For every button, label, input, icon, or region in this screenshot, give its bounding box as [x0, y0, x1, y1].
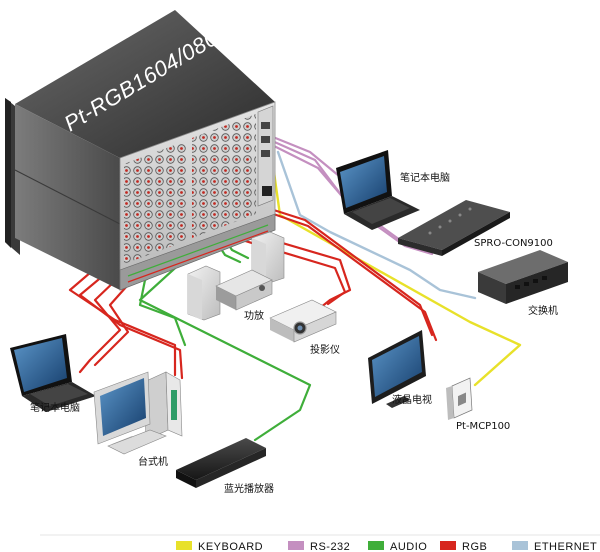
lcd-stand [386, 396, 410, 408]
pc-keyboard[interactable] [107, 429, 167, 455]
legend-label-keyboard: KEYBOARD [198, 541, 263, 552]
bluray-top [176, 438, 266, 480]
spro-front [398, 238, 442, 256]
legend-label-ethernet: ETHERNET [534, 541, 597, 552]
label-spro: SPRO-CON9100 [474, 238, 553, 249]
spro-side [442, 212, 510, 256]
rgb-cable-projector [243, 230, 352, 314]
speaker-left-face [188, 274, 202, 320]
projector-front [270, 318, 294, 342]
rgb-cable-lcd-2 [260, 208, 438, 342]
label-laptop-top: 笔记本电脑 [400, 171, 450, 184]
port-rs232[interactable] [261, 122, 270, 129]
laptop-top-keyboard [352, 198, 410, 224]
laptop-left-keyboard [30, 384, 88, 406]
lcd-screen [372, 336, 422, 397]
mcp-button[interactable] [458, 392, 466, 407]
laptop-left: 笔记本电脑 [10, 334, 96, 414]
port-ethernet[interactable] [261, 136, 270, 143]
rack-ear-face [5, 98, 11, 248]
audio-cable-bluray [138, 248, 312, 442]
legend-swatch-ethernet [512, 541, 528, 550]
label-switch: 交换机 [528, 304, 558, 317]
laptop-left-display [14, 338, 67, 392]
label-projector: 投影仪 [310, 343, 340, 356]
bluray-side [196, 448, 266, 488]
matrix-chassis: Pt-RGB1604/08016-A [5, 0, 276, 291]
legend-swatch-rgb [440, 541, 456, 550]
power-socket[interactable] [262, 186, 272, 196]
laptop-top-display [340, 156, 387, 208]
switch-front [478, 272, 506, 304]
mcp-side [446, 386, 454, 420]
ethernet-cable [276, 150, 477, 300]
projector-side [293, 311, 337, 343]
spro-device: SPRO-CON9100 [398, 200, 553, 256]
switch-top [478, 250, 568, 284]
pc-tower-stripe [171, 390, 177, 420]
label-desktop: 台式机 [138, 455, 168, 468]
keyboard-cable [270, 156, 522, 387]
legend-swatch-audio [368, 541, 384, 550]
mcp-panel: Pt-MCP100 [446, 377, 510, 432]
rgb-cable-lcd-1 [256, 203, 434, 337]
network-switch: 交换机 [478, 250, 568, 317]
legend-label-rgb: RGB [462, 541, 487, 552]
legend-swatch-rs232 [288, 541, 304, 550]
port-keyboard[interactable] [261, 150, 270, 157]
legend: KEYBOARD RS-232 AUDIO RGB ETHERNET [40, 534, 600, 552]
pc-monitor-screen [100, 378, 146, 436]
label-amplifier: 功放 [244, 309, 264, 322]
audio-system: 功放 [187, 231, 285, 322]
spro-buttons [428, 207, 472, 235]
bnc-block-2 [192, 114, 256, 238]
label-bluray: 蓝光播放器 [224, 482, 274, 495]
projector: 投影仪 [269, 299, 340, 356]
legend-swatch-keyboard [176, 541, 192, 550]
amplifier-front [216, 286, 236, 310]
spro-top [398, 200, 510, 250]
amplifier-knob[interactable] [259, 285, 265, 291]
desktop-pc: 台式机 [93, 371, 183, 468]
lcd-tv: 液晶电视 [368, 330, 432, 408]
chassis-seam [14, 169, 121, 225]
bnc-block-1 [124, 140, 188, 264]
bluray-front [176, 470, 196, 488]
switch-ports [515, 276, 547, 289]
label-mcp: Pt-MCP100 [456, 421, 510, 432]
legend-label-audio: AUDIO [390, 541, 427, 552]
terminal-pins [127, 224, 269, 283]
laptop-top: 笔记本电脑 [336, 150, 450, 230]
bluray-player: 蓝光播放器 [176, 438, 274, 495]
label-lcd-tv: 液晶电视 [392, 393, 432, 406]
projector-lens-glass [297, 325, 303, 331]
rgb-cable-projector-2 [240, 238, 347, 306]
label-laptop-left: 笔记本电脑 [30, 401, 80, 414]
legend-label-rs232: RS-232 [310, 541, 350, 552]
chassis-top [15, 10, 275, 158]
